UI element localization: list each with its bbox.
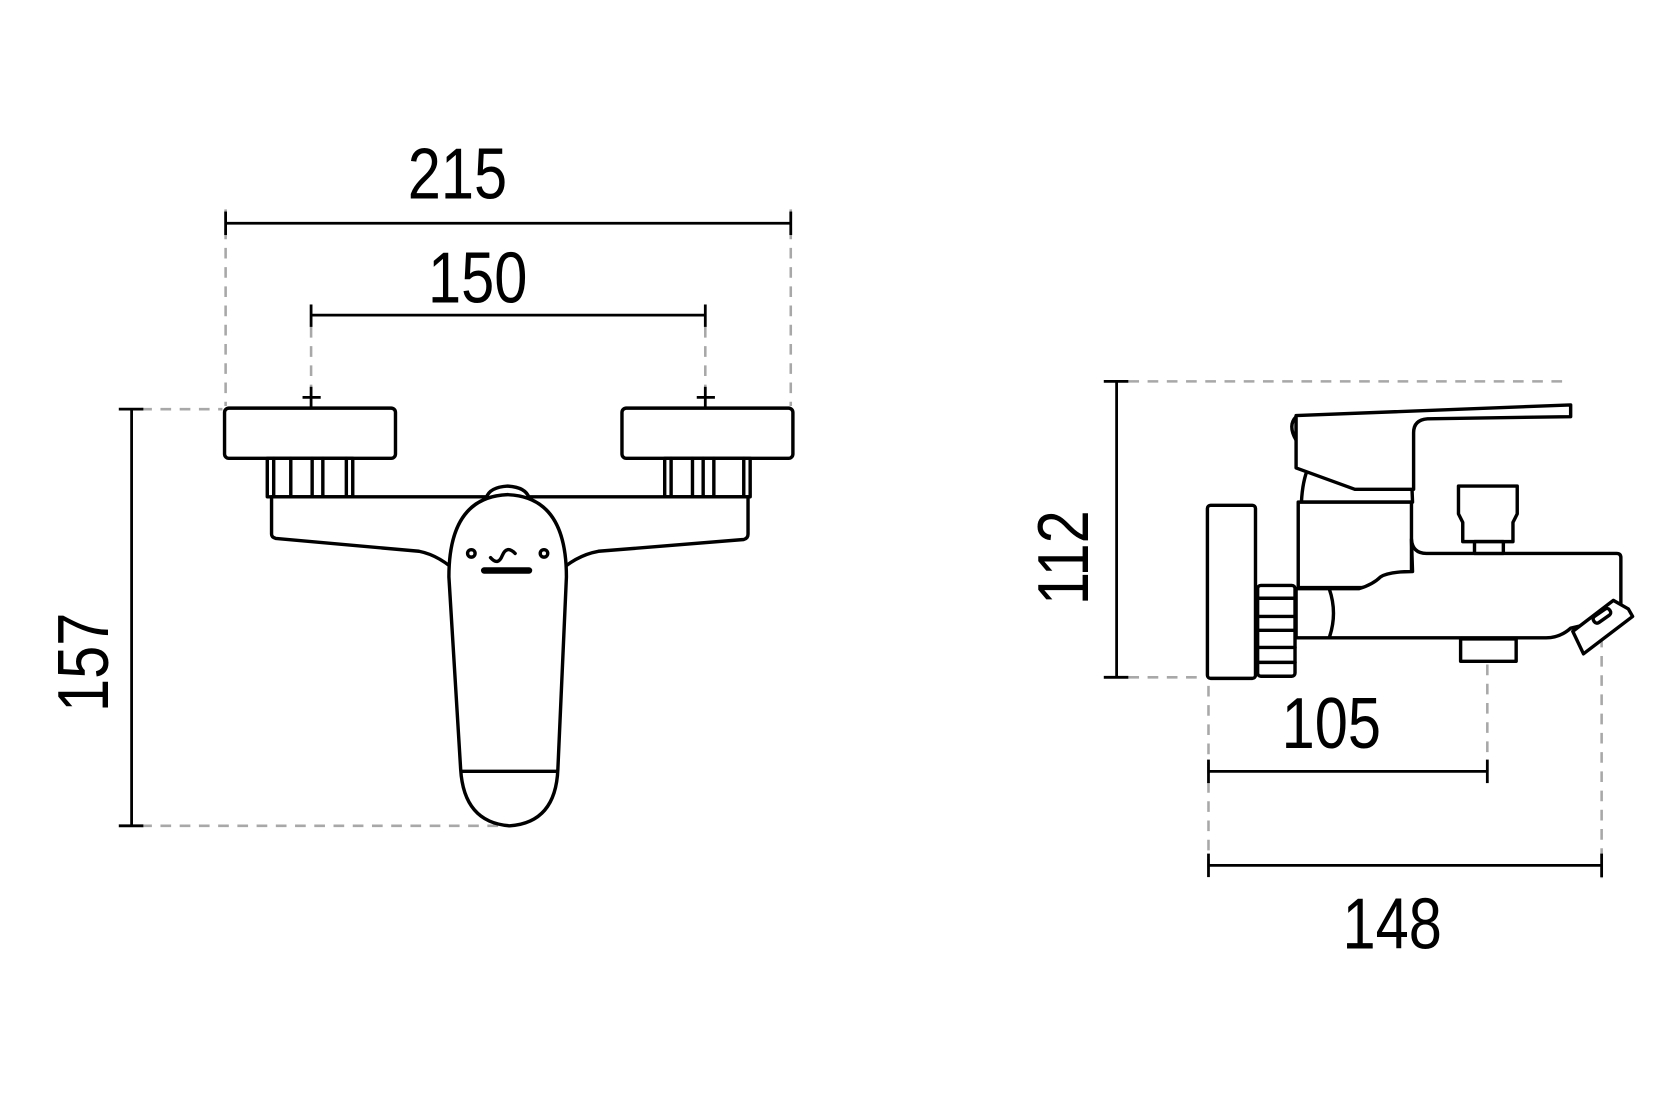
dimension-215: 215 — [224, 134, 793, 406]
logo-icon — [488, 547, 517, 564]
dimension-150: 150 — [309, 238, 707, 387]
nut-side — [1255, 583, 1297, 678]
diverter-knob — [1456, 484, 1519, 556]
aerator — [1571, 598, 1635, 656]
lever-handle — [447, 492, 569, 828]
dimension-label-150: 150 — [428, 238, 527, 319]
dimension-157: 157 — [44, 407, 503, 828]
front-view: 215 150 157 — [44, 134, 795, 828]
hot-indicator-icon — [538, 547, 550, 559]
faucet-front — [222, 406, 795, 828]
faucet-side — [1205, 403, 1635, 681]
bottom-outlet — [1458, 637, 1518, 664]
dimension-148: 148 — [1207, 636, 1604, 965]
side-view: 112 105 148 — [1023, 380, 1635, 965]
dimension-112: 112 — [1023, 380, 1571, 679]
cold-indicator-icon — [465, 547, 477, 559]
wall-flange-right — [620, 406, 795, 461]
nut-right — [662, 456, 752, 499]
spout-body — [1294, 537, 1623, 640]
brand-logo-mark — [480, 567, 533, 574]
dimension-label-148: 148 — [1343, 884, 1442, 965]
wall-flange-side — [1205, 503, 1258, 681]
inlet-center-marks — [302, 386, 715, 409]
dimension-label-105: 105 — [1282, 683, 1381, 764]
dimension-label-157: 157 — [44, 613, 125, 712]
lever-side-handle — [1294, 403, 1573, 492]
dimension-label-112: 112 — [1023, 510, 1104, 605]
dimension-105: 105 — [1207, 664, 1489, 879]
nut-left — [265, 456, 355, 499]
wall-flange-left — [222, 406, 398, 461]
dimension-label-215: 215 — [408, 134, 507, 215]
